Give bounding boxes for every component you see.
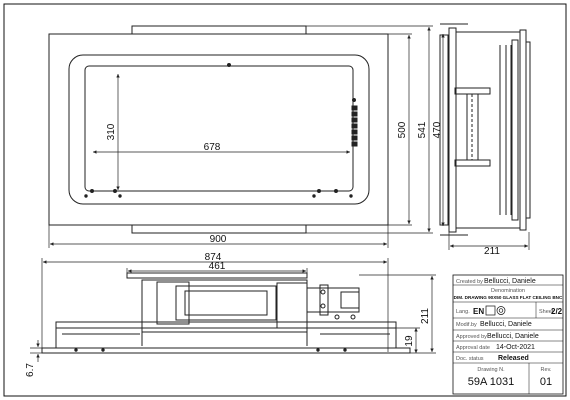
created-by-label: Created by <box>456 279 483 285</box>
side-dim-lines <box>441 34 530 250</box>
dim-bottom-height: 211 <box>420 308 431 324</box>
denomination-label: Denomination <box>491 288 525 294</box>
bottom-top-cover <box>126 272 308 279</box>
dim-bottom-small: 19 <box>404 335 415 347</box>
approved-by-value: Bellucci, Daniele <box>487 333 539 340</box>
lang-value: EN <box>473 307 484 316</box>
dim-total-width: 900 <box>210 234 227 245</box>
front-dim-lines <box>48 25 433 248</box>
front-outer-panel <box>48 33 389 226</box>
front-inner-opening <box>84 65 354 192</box>
approved-by-label: Approved by <box>456 334 487 340</box>
doc-status-label: Doc. status <box>456 356 484 362</box>
side-top-bracket <box>454 87 491 95</box>
dim-inner-width: 678 <box>204 142 221 153</box>
dim-side-depth: 211 <box>484 246 500 257</box>
approval-date-label: Approval date <box>456 345 490 351</box>
denomination-value: DIM. DRAWING 90X50 GLASS FLAT CEILING BN… <box>454 295 563 300</box>
sheet-border <box>3 3 567 397</box>
dim-inner-height: 310 <box>106 123 117 140</box>
front-top-flange <box>131 25 307 35</box>
dim-bottom-body-width: 461 <box>209 261 226 272</box>
dim-total-height: 541 <box>417 121 428 138</box>
front-top-screw <box>227 63 231 67</box>
dim-bottom-glass: 6.7 <box>25 363 36 377</box>
side-back-flange <box>519 29 527 231</box>
modified-by-value: Bellucci, Daniele <box>480 321 532 328</box>
side-body <box>455 31 521 229</box>
side-view <box>439 23 531 236</box>
side-glass-panel <box>448 27 457 233</box>
bottom-mounting-plate <box>55 321 397 329</box>
bottom-glass-panel <box>55 327 397 349</box>
bottom-view <box>41 272 411 354</box>
rev-value: 01 <box>540 376 552 388</box>
created-by-value: Bellucci, Daniele <box>484 278 536 285</box>
front-view <box>48 25 389 234</box>
drawing-no-value: 59A 1031 <box>468 376 515 388</box>
projection-symbol-icon <box>496 306 506 315</box>
doc-status-value: Released <box>498 355 529 362</box>
projection-box-icon <box>485 305 496 316</box>
bottom-glass-lip <box>41 347 411 354</box>
modified-by-label: Modif.by <box>456 322 477 328</box>
rev-label: Rev. <box>541 367 552 373</box>
bottom-dim-lines <box>30 258 436 362</box>
control-buttons <box>351 98 358 147</box>
approval-date-value: 14-Oct-2021 <box>496 344 535 351</box>
bottom-motor-housing <box>175 285 277 321</box>
dim-outer-height: 500 <box>397 121 408 138</box>
sheet-label: Sheet <box>539 309 554 315</box>
drawing-no-label: Drawing N. <box>477 367 505 373</box>
dim-side-height: 470 <box>432 121 443 138</box>
dim-bottom-total-width: 874 <box>205 252 222 263</box>
side-bottom-bracket <box>454 159 491 167</box>
front-glass-frame <box>68 54 370 205</box>
lang-label: Lang. <box>456 309 470 315</box>
title-block: Created by Bellucci, Daniele Denominatio… <box>452 274 564 395</box>
front-bottom-flange <box>131 224 307 234</box>
sheet-value: 2/2 <box>551 307 563 316</box>
